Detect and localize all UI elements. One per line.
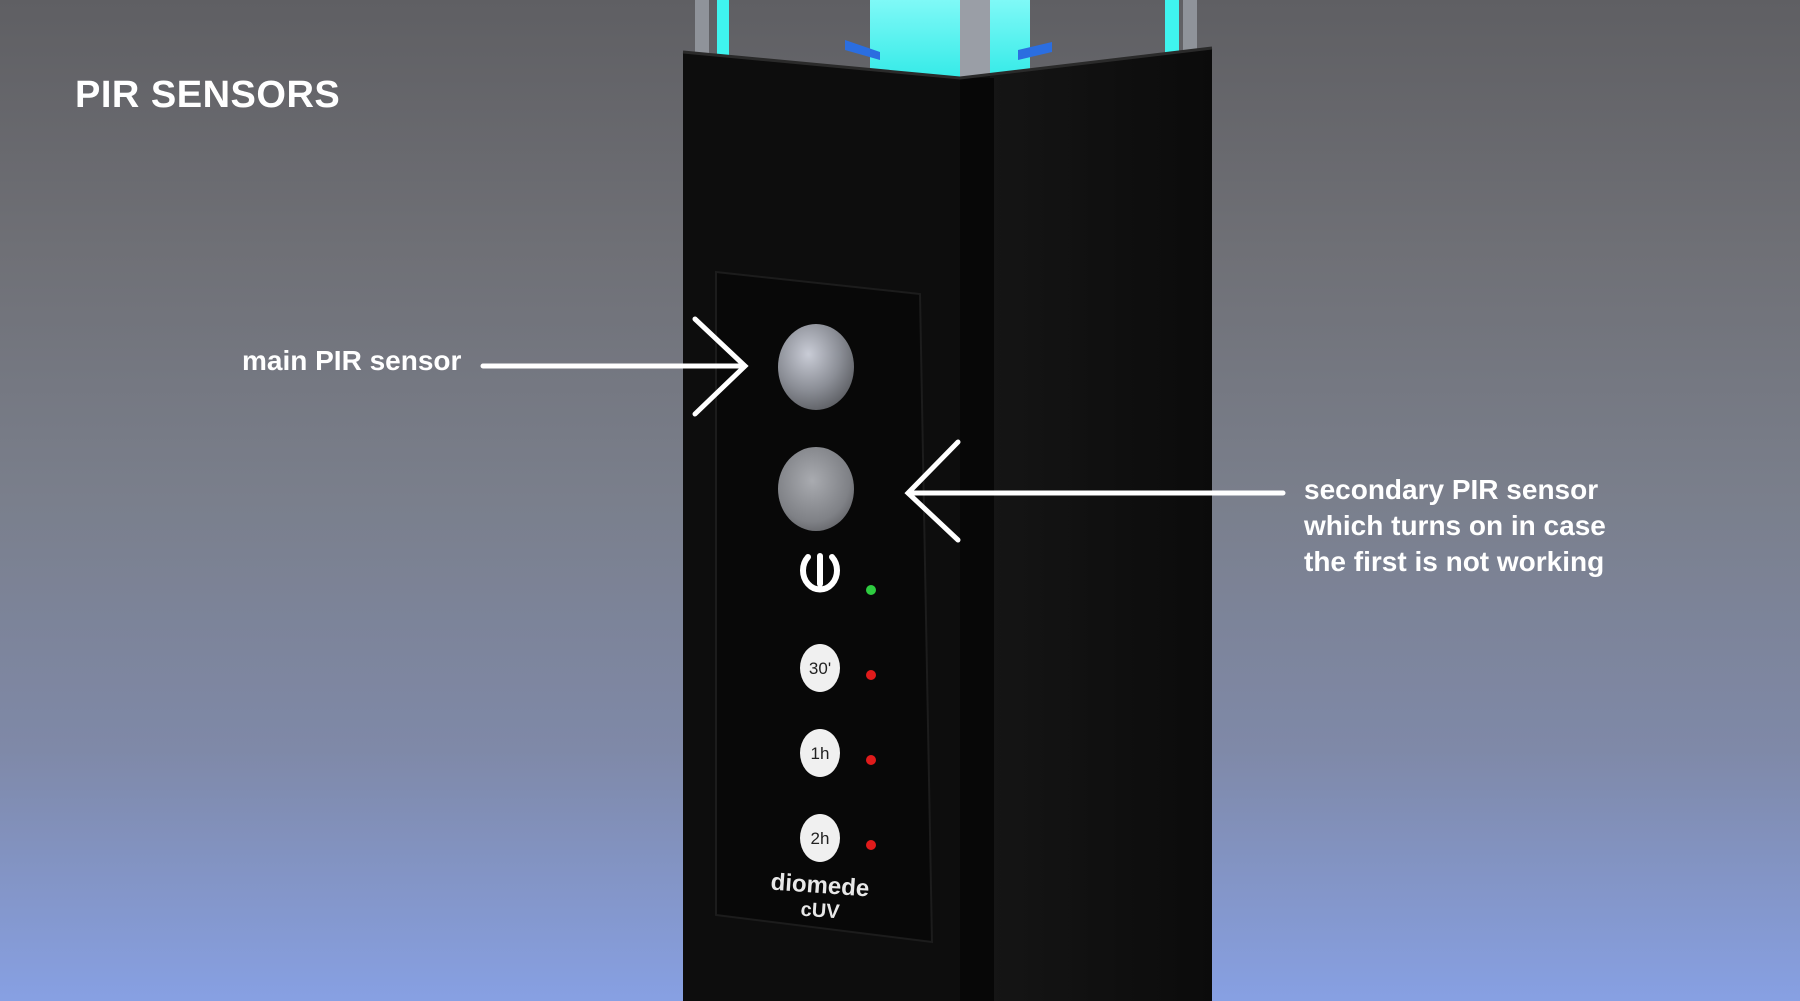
timer-30-label: 30' <box>809 659 831 678</box>
power-led <box>866 585 876 595</box>
timer-1h-button[interactable]: 1h <box>800 729 840 777</box>
page-title: PIR SENSORS <box>75 74 341 116</box>
timer-1h-led <box>866 755 876 765</box>
secondary-sensor-line-1: secondary PIR sensor <box>1304 474 1599 505</box>
timer-2h-button[interactable]: 2h <box>800 814 840 862</box>
timer-2h-led <box>866 840 876 850</box>
secondary-sensor-line-3: the first is not working <box>1304 546 1605 577</box>
secondary-sensor-arrow <box>904 439 1286 543</box>
model-logo: cUV <box>800 899 841 924</box>
timer-2h-label: 2h <box>811 829 830 848</box>
secondary-sensor-label: secondary PIR sensor which turns on in c… <box>1304 472 1704 580</box>
timer-1h-label: 1h <box>811 744 830 763</box>
main-pir-sensor <box>778 324 854 410</box>
secondary-sensor-line-2: which turns on in case <box>1304 510 1606 541</box>
main-sensor-arrow <box>480 316 749 417</box>
timer-30-button[interactable]: 30' <box>800 644 840 692</box>
secondary-pir-sensor <box>778 447 854 531</box>
control-panel <box>715 270 934 944</box>
power-icon[interactable] <box>800 553 840 593</box>
main-sensor-label: main PIR sensor <box>242 345 462 376</box>
uv-lamp <box>695 0 1197 85</box>
timer-30-led <box>866 670 876 680</box>
